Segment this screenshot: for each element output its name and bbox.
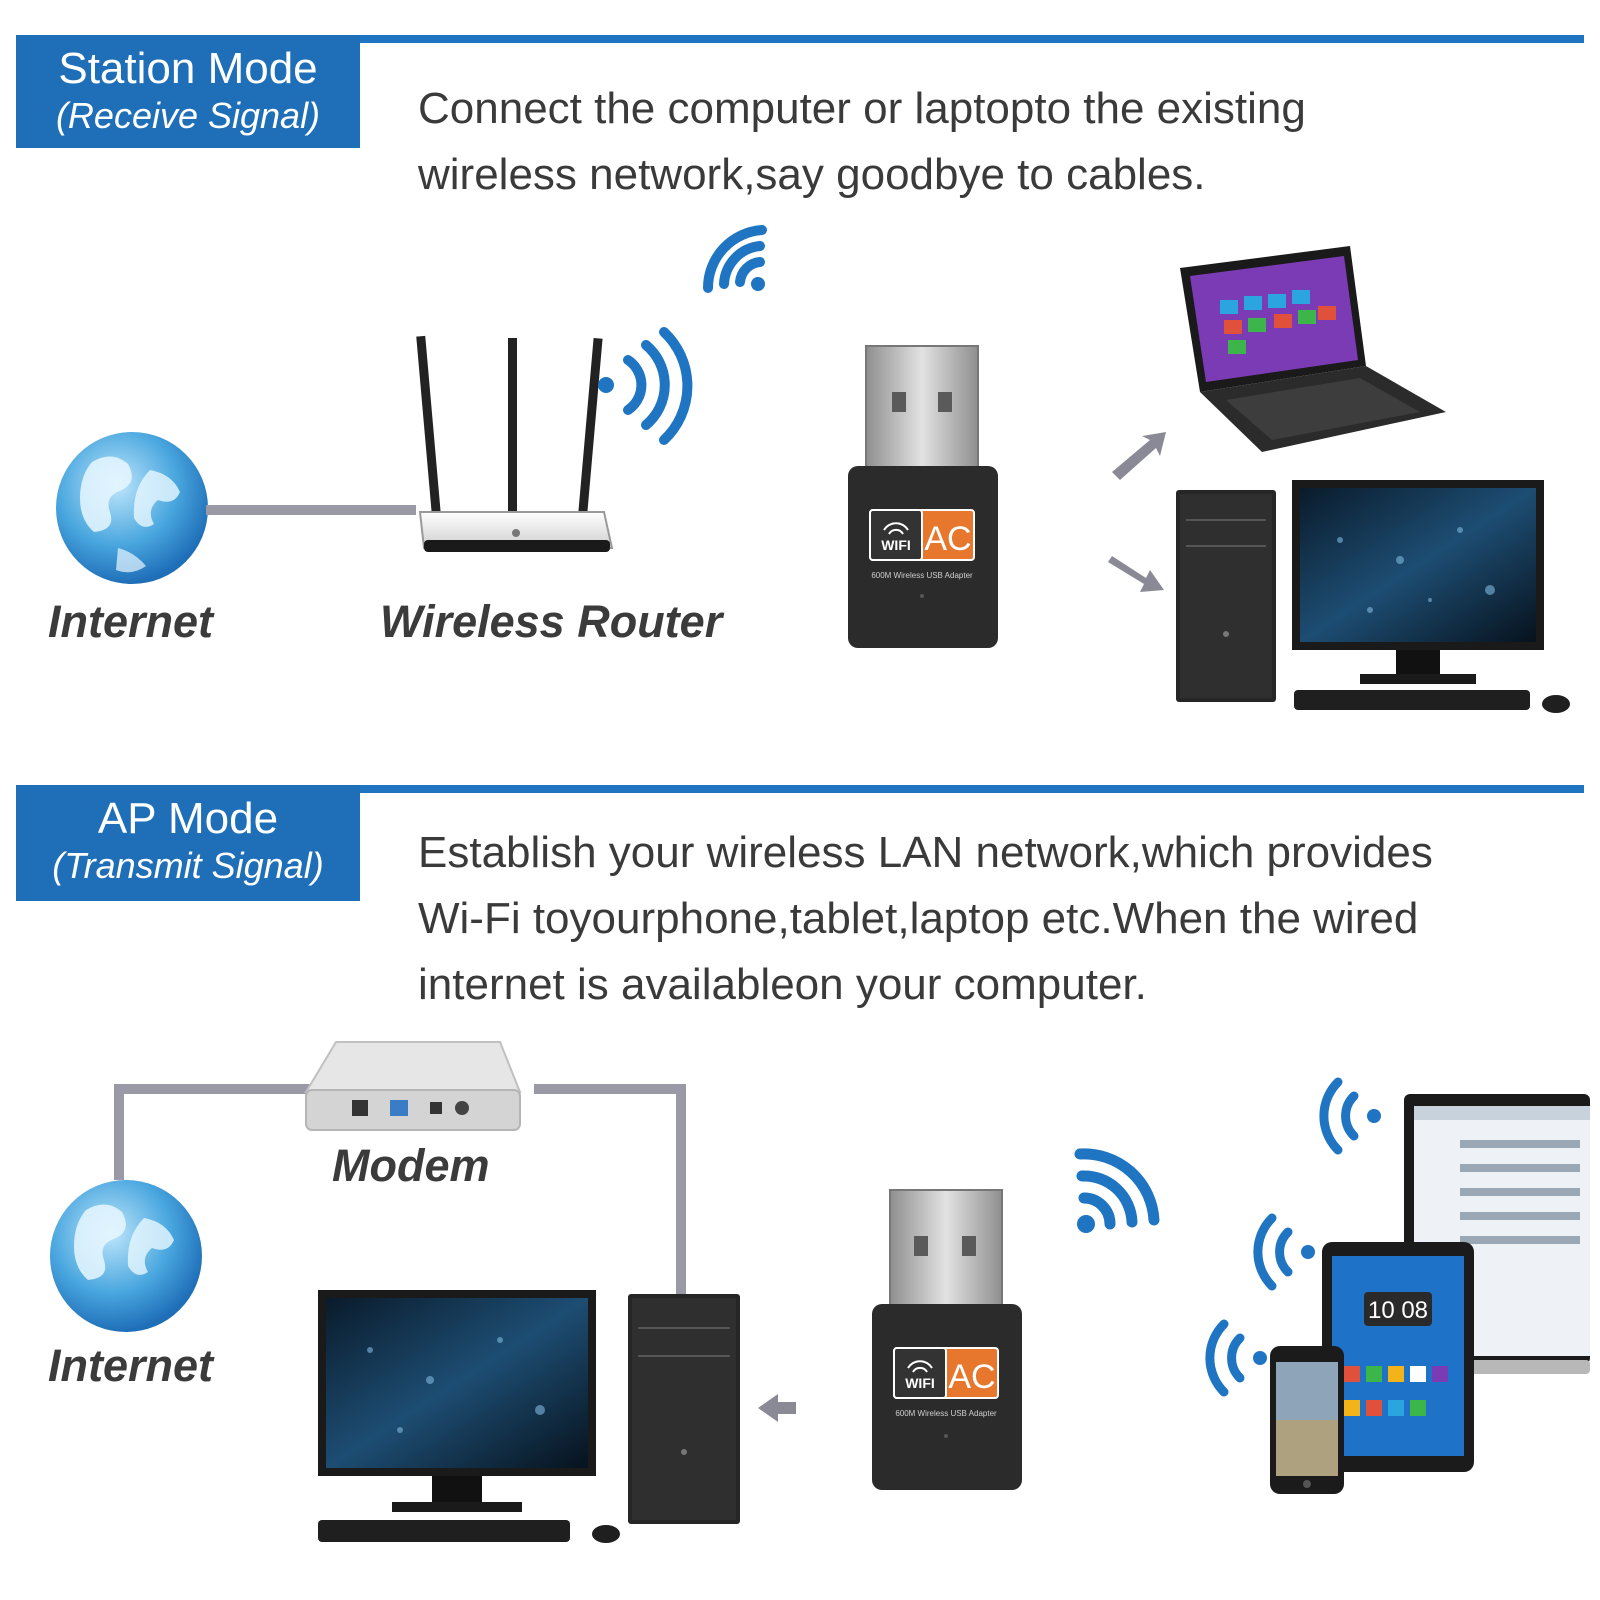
station-internet-label: Internet: [48, 596, 214, 647]
station-description: Connect the computer or laptopto the exi…: [418, 76, 1306, 208]
desktop-tower-image: [1176, 490, 1276, 702]
tablet-clock-text: 10 08: [1368, 1297, 1428, 1324]
ap-description-line: internet is availableon your computer.: [418, 960, 1147, 1009]
ap-description: Establish your wireless LAN network,whic…: [418, 820, 1433, 1018]
station-mode-subtitle: (Receive Signal): [55, 95, 321, 136]
arrow-icon: [1112, 432, 1166, 480]
laptop-image: [1180, 246, 1446, 452]
modem-image: [304, 1041, 522, 1131]
ap-description-line: Wi-Fi toyourphone,tablet,laptop etc.When…: [418, 894, 1419, 943]
signal-waves-icon: [1319, 1077, 1381, 1155]
monitor-image: [1292, 480, 1570, 713]
station-section-bar: [16, 35, 1584, 43]
station-router-label: Wireless Router: [380, 596, 723, 647]
globe-icon: [50, 1180, 202, 1332]
adapter-wifi-text: WIFI: [881, 537, 911, 553]
cable-line: [206, 505, 416, 515]
arrow-left-icon: [758, 1394, 796, 1422]
ap-section-bar: [16, 785, 1584, 793]
ap-mode-badge: AP Mode (Transmit Signal): [16, 785, 360, 901]
desktop-tower-image: [628, 1294, 740, 1524]
adapter-wifi-text: WIFI: [905, 1375, 935, 1391]
ap-description-line: Establish your wireless LAN network,whic…: [418, 828, 1433, 877]
adapter-ac-text: AC: [948, 1358, 995, 1396]
adapter-caption: 600M Wireless USB Adapter: [871, 571, 973, 580]
globe-icon: [56, 432, 208, 584]
wifi-icon: [1074, 1148, 1160, 1233]
station-description-line: wireless network,say goodbye to cables.: [418, 150, 1206, 199]
monitor-image: [318, 1290, 620, 1543]
tablet-image: 10 08: [1322, 1242, 1474, 1472]
phone-image: [1270, 1346, 1344, 1494]
signal-waves-icon: [598, 327, 693, 445]
ap-internet-label: Internet: [48, 1340, 214, 1391]
adapter-ac-text: AC: [924, 520, 971, 558]
arrow-icon: [1108, 556, 1164, 592]
usb-adapter-image: WIFI AC 600M Wireless USB Adapter: [848, 345, 998, 648]
wifi-icon: [702, 225, 767, 293]
cable-line: [114, 1084, 686, 1294]
signal-waves-icon: [1253, 1213, 1315, 1291]
signal-waves-icon: [1205, 1319, 1267, 1397]
ap-modem-label: Modem: [332, 1140, 490, 1191]
station-mode-title: Station Mode: [58, 44, 318, 93]
ap-mode-subtitle: (Transmit Signal): [52, 845, 324, 886]
wireless-router-icon: [416, 335, 614, 552]
station-description-line: Connect the computer or laptopto the exi…: [418, 84, 1306, 133]
station-mode-badge: Station Mode (Receive Signal): [16, 35, 360, 148]
adapter-caption: 600M Wireless USB Adapter: [895, 1409, 997, 1418]
usb-adapter-image: WIFI AC 600M Wireless USB Adapter: [872, 1189, 1022, 1490]
ap-mode-title: AP Mode: [97, 794, 279, 843]
